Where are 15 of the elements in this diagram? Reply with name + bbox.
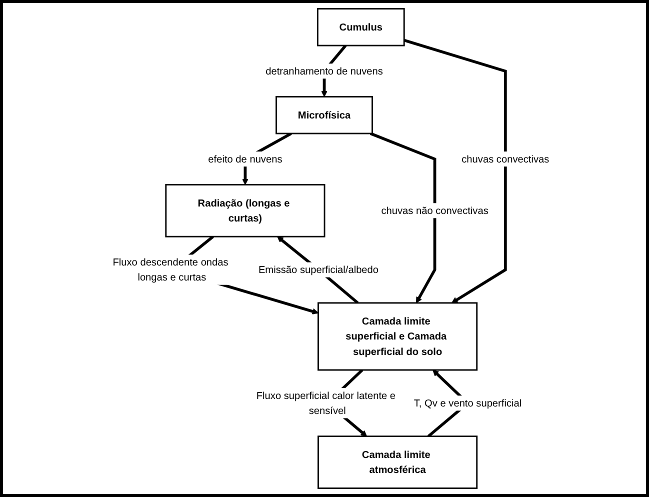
- edge-label: chuvas não convectivas: [381, 204, 488, 216]
- arrow: [404, 38, 507, 304]
- node-box: Camada limite atmosférica: [318, 436, 478, 489]
- node-box: Cumulus: [316, 8, 405, 46]
- edge-label: chuvas convectivas: [462, 152, 550, 165]
- node-box: Radiação (longas e curtas): [165, 184, 326, 238]
- edge-label: efeito de nuvens: [208, 152, 282, 165]
- edge-label: Fluxo descendente ondas longas e curtas: [112, 256, 228, 283]
- edge-label: Emissão superficial/albedo: [258, 264, 379, 276]
- edge-label: T, Qv e vento superficial: [414, 397, 522, 409]
- edge-label: detranhamento de nuvens: [266, 65, 383, 77]
- node-box: Camada limite superficial e Camada superficial do solo: [318, 302, 478, 371]
- edge-label: Fluxo superficial calor latente e sensível: [256, 389, 396, 416]
- node-box: Microfísica: [276, 96, 373, 134]
- arrow: [370, 132, 436, 304]
